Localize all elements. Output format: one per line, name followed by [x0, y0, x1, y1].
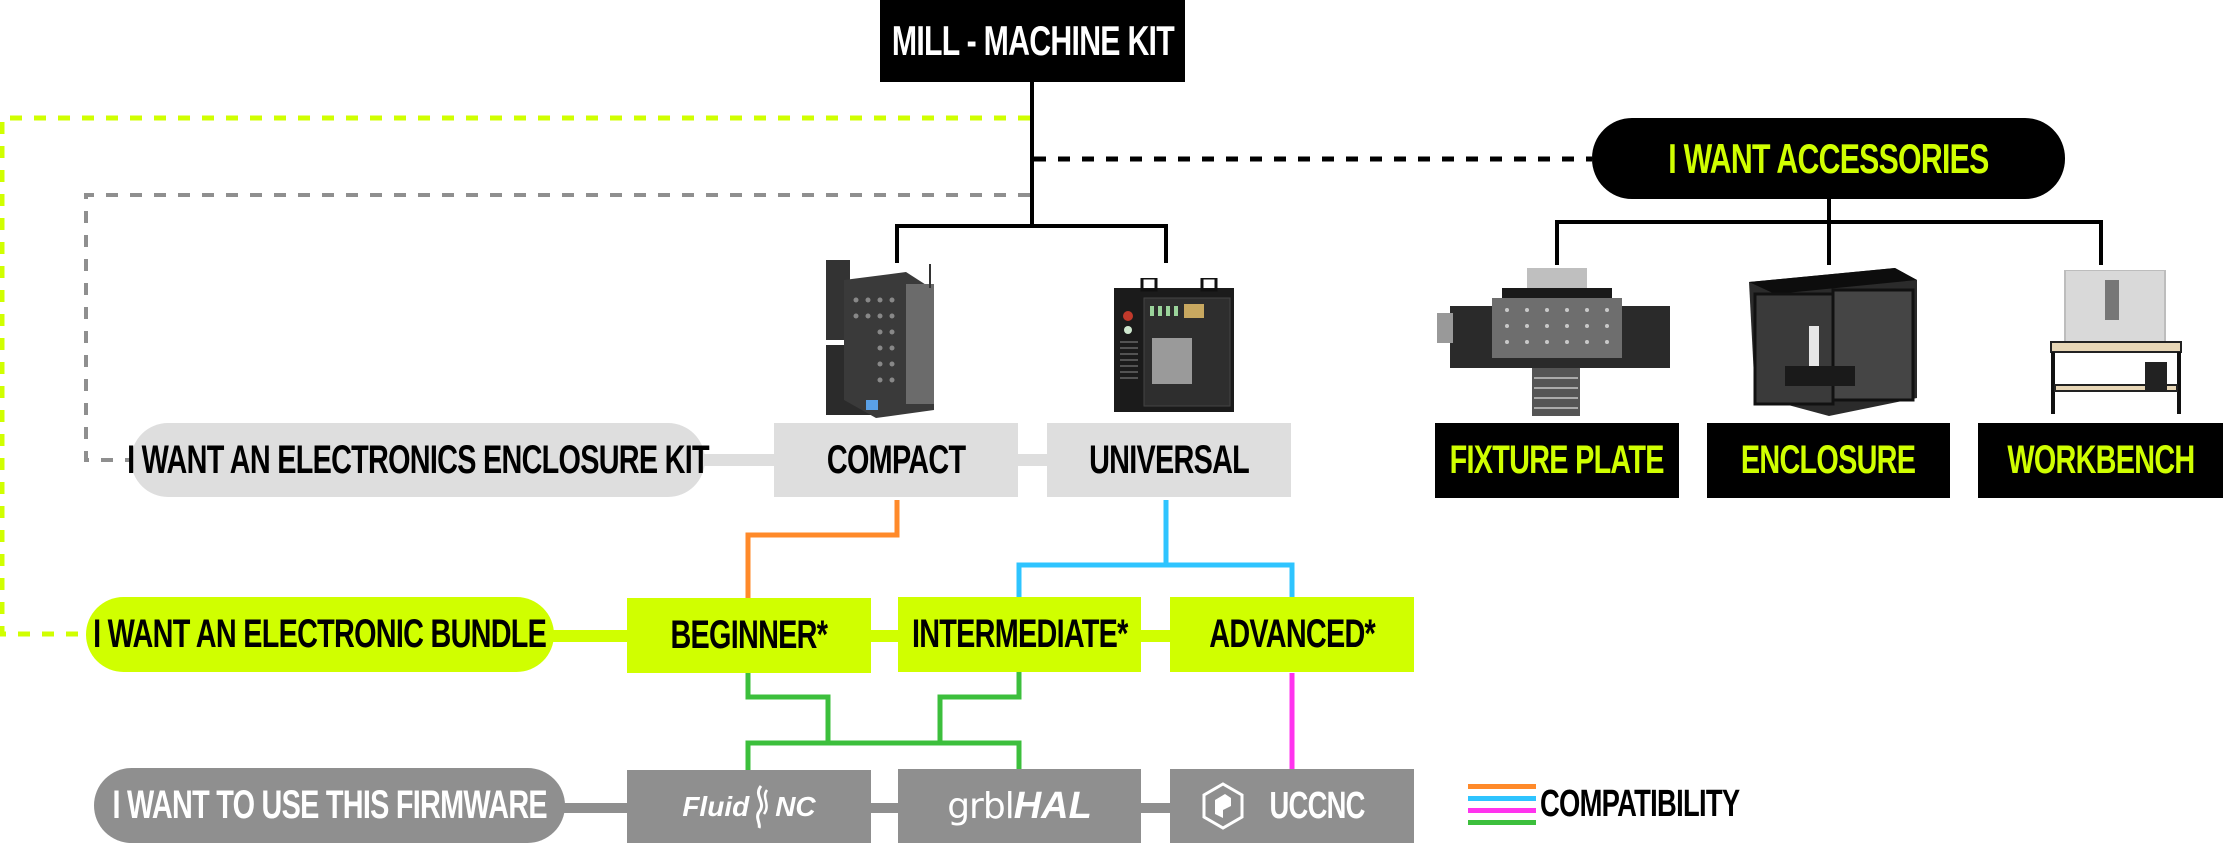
accessory-workbench[interactable]: WORKBENCH	[1978, 423, 2223, 498]
enclosure-dashed-connector	[84, 193, 1030, 462]
bundle-dashed-connector	[0, 115, 1030, 637]
universal-enclosure-image	[1114, 278, 1234, 412]
fluidnc-logo-text-fluid: Fluid	[682, 790, 750, 822]
compact-enclosure-image	[826, 260, 934, 418]
legend-swatch-magenta	[1468, 808, 1536, 813]
firmware-option-uccnc[interactable]: UCCNC	[1170, 769, 1414, 843]
legend-swatch-orange	[1468, 784, 1536, 789]
firmware-pill[interactable]: I WANT TO USE THIS FIRMWARE	[94, 768, 565, 843]
enclosure-kit-pill[interactable]: I WANT AN ELECTRONICS ENCLOSURE KIT	[127, 423, 710, 497]
root-node-mill-machine-kit[interactable]: MILL - MACHINE KIT	[880, 0, 1185, 82]
legend-swatch-green	[1468, 820, 1536, 825]
grblhal-logo-text-grbl: grbl	[947, 785, 1015, 827]
compat-line-green-beginner	[745, 673, 831, 743]
uccnc-hexagon-icon	[1202, 782, 1244, 830]
enclosure-option-universal[interactable]: UNIVERSAL	[1047, 423, 1291, 497]
accessories-branch-line	[1555, 220, 2103, 265]
bundle-option-beginner[interactable]: BEGINNER*	[627, 598, 871, 673]
compat-line-blue	[1016, 500, 1295, 597]
electronic-bundle-pill[interactable]: I WANT AN ELECTRONIC BUNDLE	[86, 597, 554, 672]
bundle-option-advanced[interactable]: ADVANCED*	[1170, 597, 1414, 672]
bundle-option-intermediate[interactable]: INTERMEDIATE*	[898, 597, 1141, 672]
fixture-plate-product-image	[1437, 268, 1670, 416]
fluidnc-flame-icon	[756, 784, 769, 829]
compatibility-legend-label: COMPATIBILITY	[1540, 782, 1740, 825]
enclosure-option-compact[interactable]: COMPACT	[774, 423, 1018, 497]
uccnc-logo-text: UCCNC	[1269, 784, 1365, 827]
compatibility-legend-swatches	[1468, 784, 1536, 825]
enclosure-product-image	[1749, 268, 1917, 416]
compat-line-orange	[745, 500, 900, 598]
firmware-option-grblhal[interactable]: grbl HAL	[898, 769, 1141, 843]
compat-line-green-intermediate	[937, 671, 1022, 743]
accessory-fixture-plate[interactable]: FIXTURE PLATE	[1435, 423, 1679, 498]
fluidnc-logo-text-nc: NC	[775, 790, 816, 822]
accessory-enclosure[interactable]: ENCLOSURE	[1707, 423, 1950, 498]
enclosure-branch-line	[895, 224, 1168, 263]
compat-line-green-firmware	[745, 740, 1022, 770]
accessories-pill[interactable]: I WANT ACCESSORIES	[1592, 118, 2065, 199]
grblhal-logo-text-hal: HAL	[1013, 784, 1092, 827]
workbench-product-image	[2050, 270, 2182, 414]
legend-swatch-blue	[1468, 796, 1536, 801]
firmware-option-fluidnc[interactable]: Fluid NC	[627, 770, 871, 843]
